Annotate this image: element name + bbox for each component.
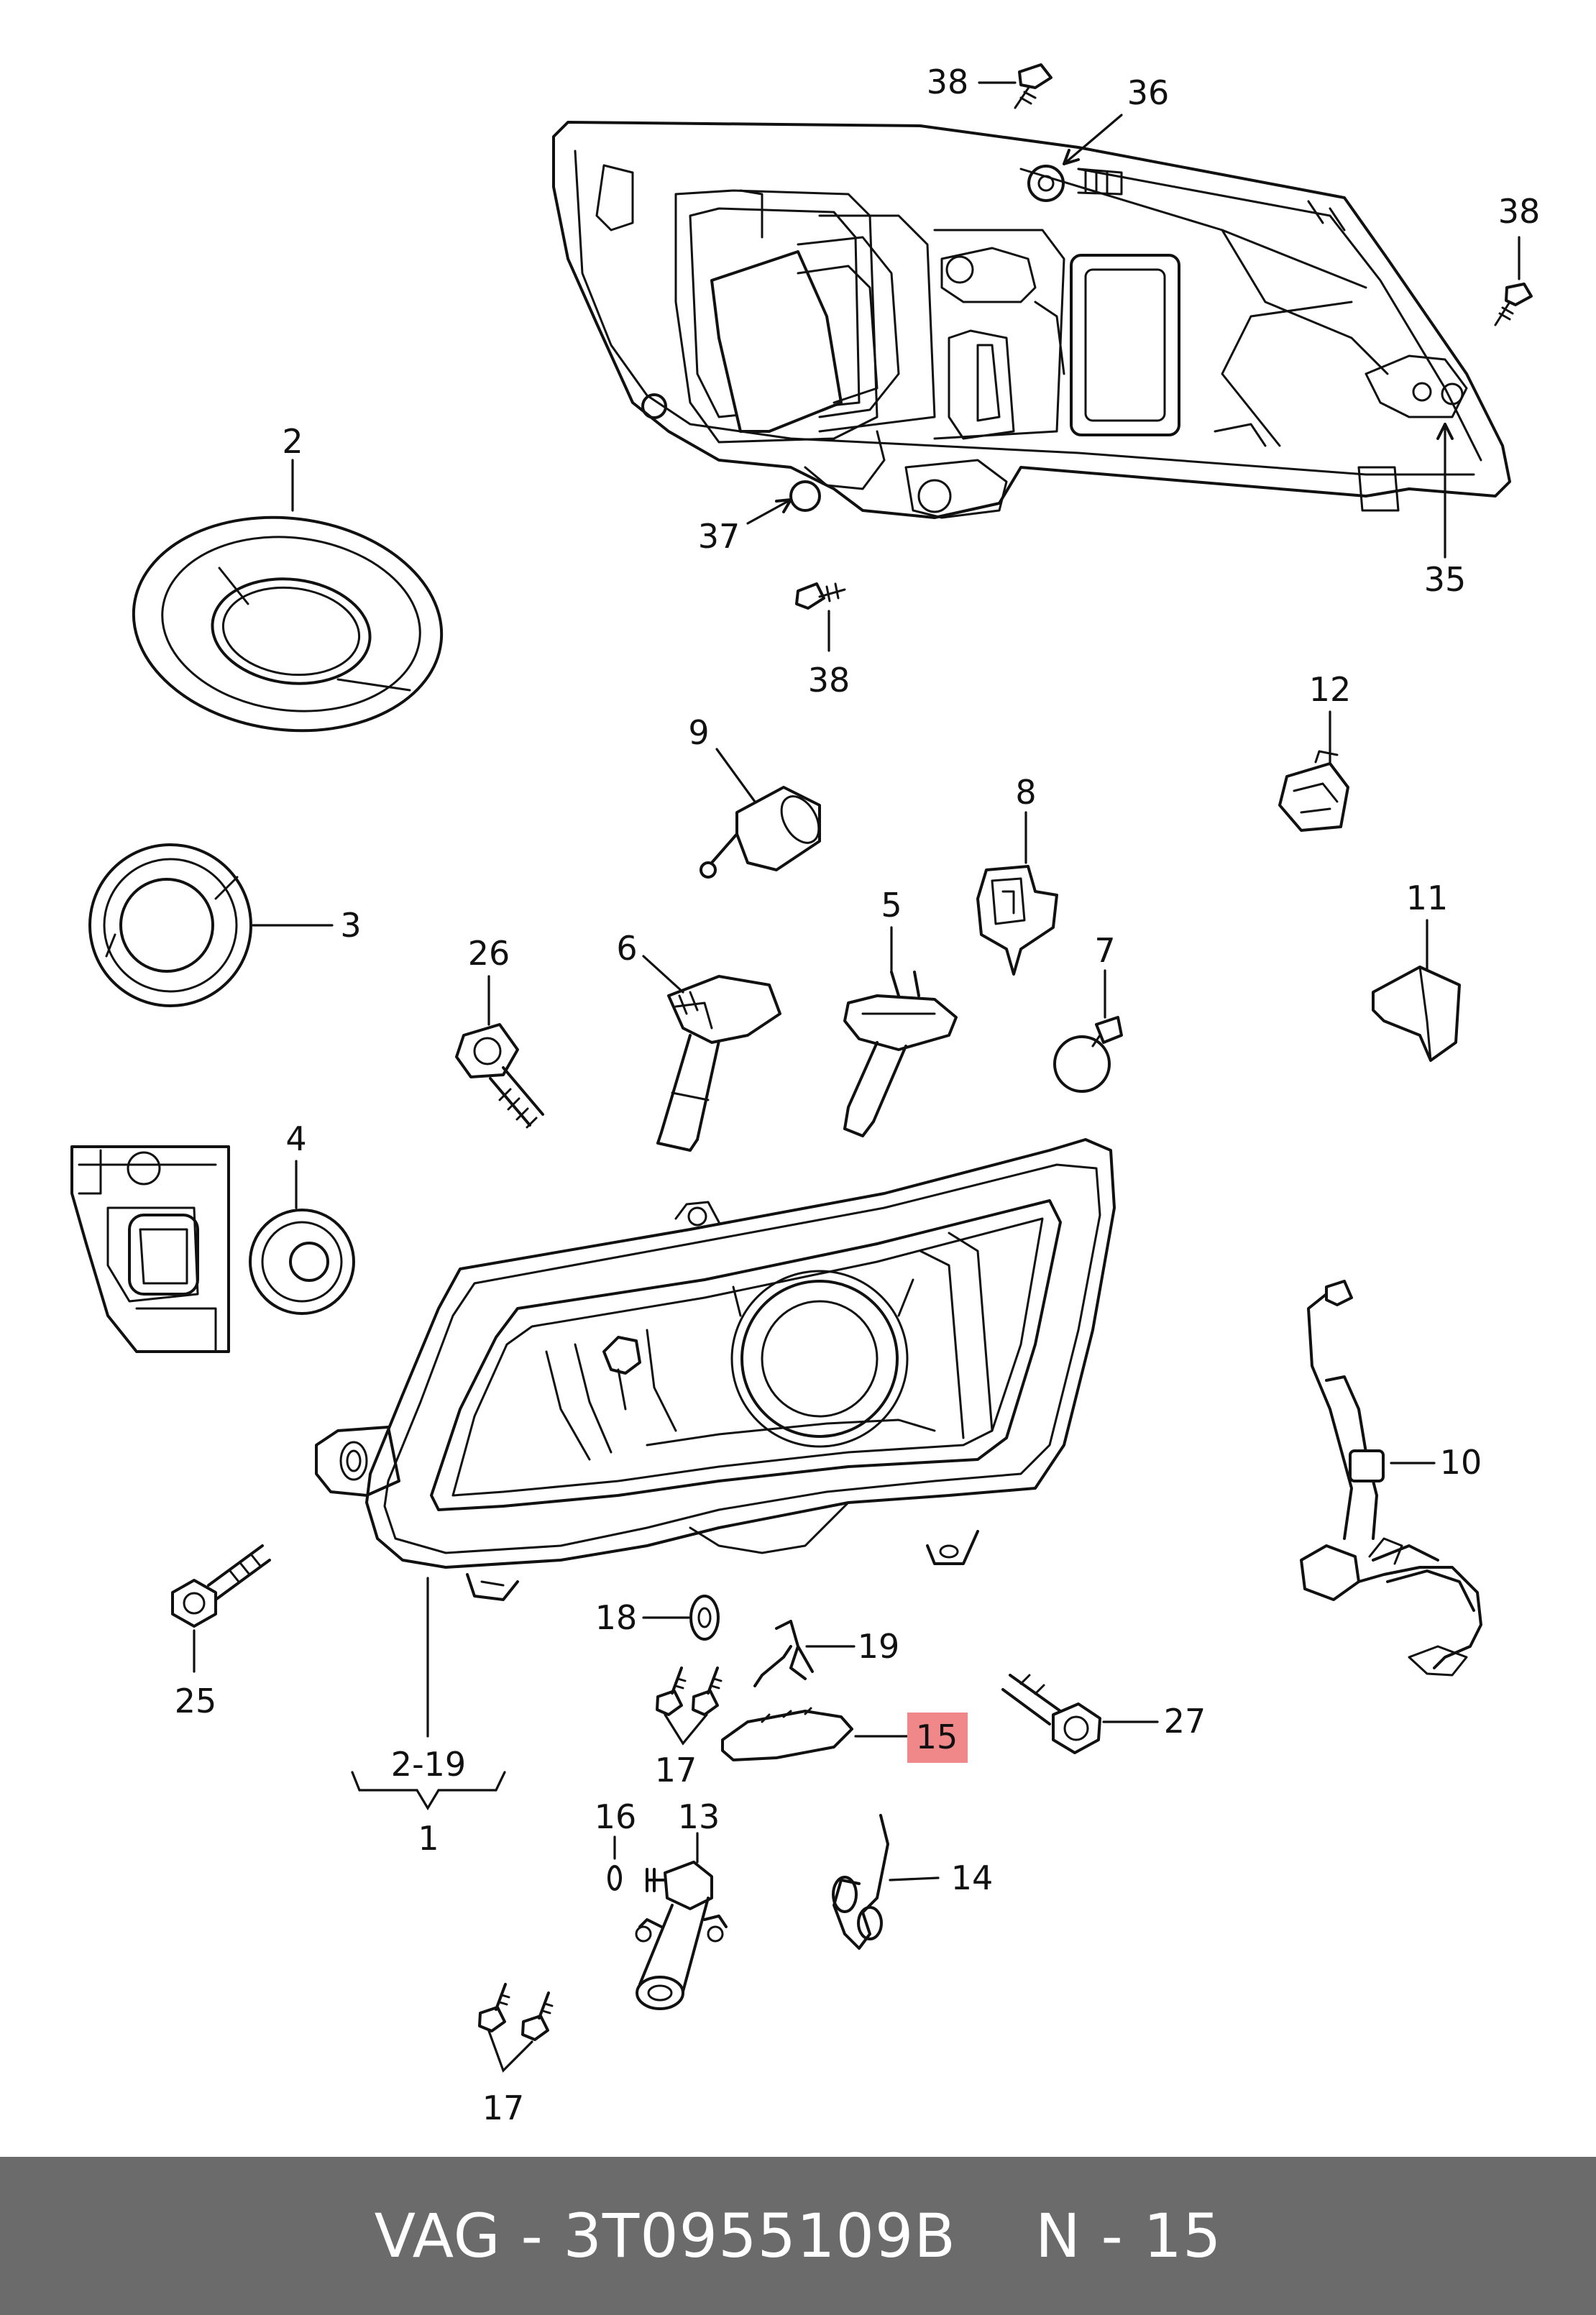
callout-27: 27: [1164, 1702, 1206, 1741]
screw-38-top: [1014, 63, 1052, 109]
bolt-25: [171, 1544, 271, 1628]
callout-26: 26: [468, 934, 510, 973]
headlight-housing-rear: [552, 121, 1511, 519]
washer-18: [689, 1595, 720, 1641]
callout-19: 19: [858, 1627, 900, 1666]
leader-lines: [193, 81, 1521, 2073]
washer-nozzle-13: [635, 1861, 728, 2010]
wiring-harness-10: [1300, 1280, 1482, 1677]
headlight-front: [315, 1138, 1116, 1601]
bulb-6: [656, 975, 781, 1152]
callout-17-lower: 17: [482, 2089, 525, 2127]
bulb-5: [843, 971, 958, 1137]
grommet-4: [249, 1209, 355, 1315]
screw-38-middle: [795, 582, 846, 610]
callout-9: 9: [688, 713, 709, 752]
callout-36: 36: [1127, 73, 1170, 112]
callout-37: 37: [698, 517, 740, 556]
callout-4: 4: [285, 1119, 306, 1158]
footer-bar: VAG - 3T0955109B N - 15: [0, 2157, 1596, 2315]
part-number-label: VAG - 3T0955109B: [374, 2201, 956, 2271]
parts-diagram: 38 36 38 35 37 38 2 3 9 12 8 11 6 5 7 26…: [70, 63, 1541, 2127]
callout-labels: 38 36 38 35 37 38 2 3 9 12 8 11 6 5 7 26…: [175, 63, 1541, 2127]
callout-8: 8: [1015, 773, 1036, 812]
spring-clip-19: [753, 1620, 814, 1687]
callout-13: 13: [678, 1797, 720, 1836]
callout-6: 6: [616, 929, 637, 968]
callout-25: 25: [175, 1682, 217, 1720]
o-ring-16: [607, 1865, 622, 1891]
callout-10: 10: [1440, 1443, 1482, 1482]
clip-12: [1278, 750, 1349, 832]
callout-7: 7: [1094, 931, 1115, 970]
trim-ring-2: [132, 515, 444, 733]
callout-2-19: 2-19: [391, 1745, 466, 1784]
callout-11: 11: [1406, 879, 1449, 917]
callout-38-top: 38: [927, 63, 969, 101]
connector-11: [1372, 966, 1461, 1062]
callout-3: 3: [340, 906, 361, 945]
callout-38-middle: 38: [808, 661, 850, 700]
bolt-27: [1001, 1674, 1101, 1754]
screws-17-lower: [478, 1983, 554, 2041]
callout-38-right: 38: [1498, 192, 1541, 231]
screw-38-right: [1494, 283, 1533, 326]
bolt-26: [455, 1023, 544, 1129]
housing-fragment: [70, 1145, 230, 1353]
callout-18: 18: [595, 1598, 638, 1637]
callout-35: 35: [1424, 560, 1467, 599]
position-label: N - 15: [1035, 2201, 1222, 2271]
callout-14: 14: [951, 1858, 994, 1897]
callout-16: 16: [595, 1797, 637, 1836]
callout-17-upper: 17: [655, 1751, 697, 1789]
callout-12: 12: [1309, 670, 1352, 709]
callout-1: 1: [418, 1819, 439, 1858]
ring-3: [88, 843, 252, 1007]
bracket-14: [832, 1814, 889, 1950]
screws-17-upper: [656, 1667, 723, 1716]
callout-15: 15: [916, 1718, 958, 1756]
callout-15-highlight: [907, 1713, 968, 1763]
callout-2: 2: [282, 422, 303, 461]
bulb-7: [1053, 1016, 1123, 1093]
callout-5: 5: [881, 886, 902, 925]
cover-15: [721, 1707, 853, 1761]
bulb-socket-9: [700, 786, 821, 879]
bracket-8: [976, 865, 1058, 976]
